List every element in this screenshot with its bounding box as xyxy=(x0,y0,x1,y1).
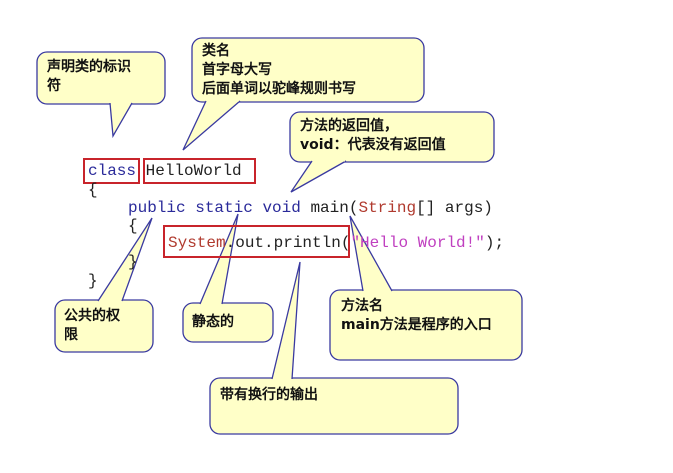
keyword-public: public xyxy=(128,199,186,217)
callout-method-name-shape xyxy=(329,215,523,361)
class-name: HelloWorld xyxy=(145,162,242,180)
callout-println: 带有换行的输出 xyxy=(220,387,318,403)
callout-println-shape xyxy=(209,261,459,435)
params: [] args) xyxy=(416,199,493,217)
println-call: .out.println( xyxy=(225,234,351,252)
keyword-void: void xyxy=(262,199,301,217)
callout-class-keyword-shape xyxy=(36,51,166,139)
keyword-class: class xyxy=(88,162,137,180)
code-line-main: public static void main(String[] args) xyxy=(128,199,493,217)
code-line-println: System.out.println("Hello World!"); xyxy=(168,234,504,252)
callout-class-name: 类名首字母大写后面单词以驼峰规则书写 xyxy=(202,43,356,97)
string-literal: "Hello World!" xyxy=(350,234,485,252)
statement-end: ); xyxy=(484,234,505,252)
highlight-class-keyword xyxy=(83,158,140,184)
callout-public-shape xyxy=(54,217,154,353)
code-line-class: class HelloWorld xyxy=(88,162,242,180)
code-inner-open: { xyxy=(128,217,138,235)
highlight-println xyxy=(163,225,350,258)
system-class: System xyxy=(168,234,226,252)
keyword-static: static xyxy=(195,199,253,217)
callout-return-value: 方法的返回值，void：代表没有返回值 xyxy=(300,118,446,153)
callout-public: 公共的权限 xyxy=(64,308,120,343)
code-close-brace: } xyxy=(88,272,98,290)
highlight-class-name xyxy=(143,158,256,184)
code-open-brace: { xyxy=(88,181,98,199)
callout-static: 静态的 xyxy=(192,314,234,330)
code-inner-close: } xyxy=(128,253,138,271)
callout-class-name-shape xyxy=(182,37,425,151)
string-type: String xyxy=(358,199,417,217)
callout-return-value-shape xyxy=(289,111,495,193)
method-name: main( xyxy=(310,199,359,217)
callout-static-shape xyxy=(182,213,274,343)
callout-class-keyword: 声明类的标识符 xyxy=(47,59,131,94)
